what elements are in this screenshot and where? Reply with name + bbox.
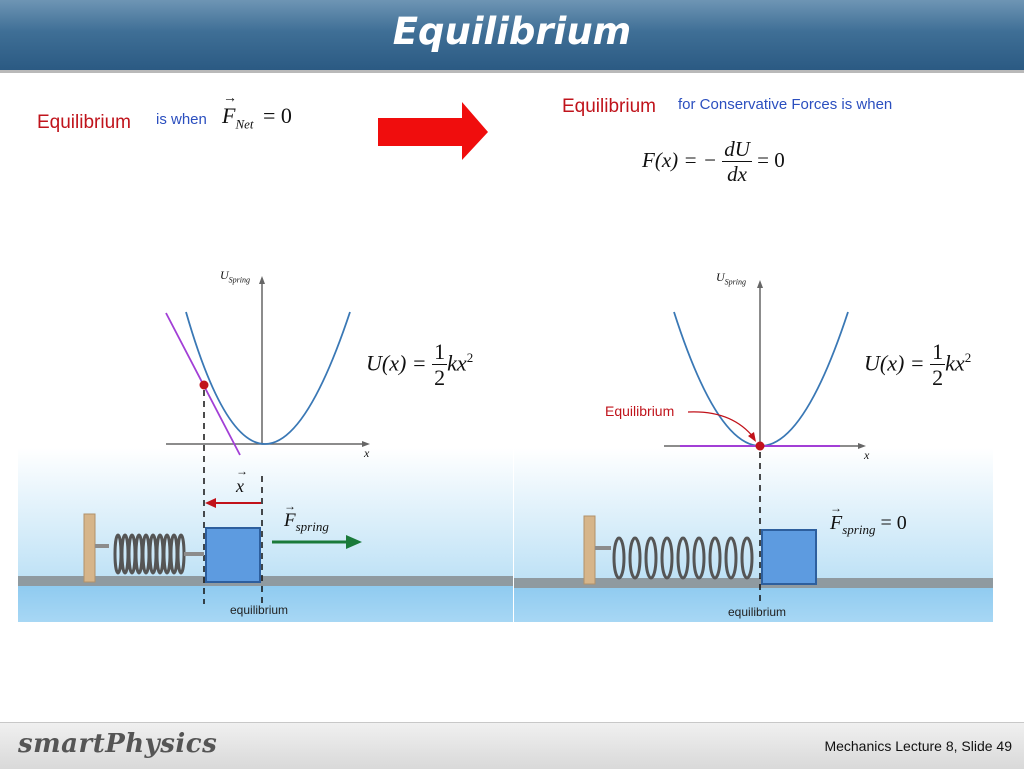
left-y-axis-label: USpring — [220, 268, 251, 285]
right-y-axis-label: USpring — [716, 270, 747, 287]
net-force-equation: → F Net = 0 — [222, 91, 292, 132]
net-force-subscript: Net — [235, 116, 254, 132]
force-function-lhs: F(x) = − — [642, 147, 717, 172]
position-point — [199, 380, 209, 390]
derivative-fraction: dU dx — [722, 137, 752, 187]
left-force-label: →Fspring — [284, 499, 329, 534]
right-panel-graphic — [514, 280, 993, 622]
left-spring-panel: USpring x U(x) = 1 2 kx2 →x →Fspring equ… — [18, 240, 513, 622]
net-force-symbol: F — [222, 103, 236, 128]
potential-curve — [185, 311, 351, 445]
potential-curve — [673, 311, 849, 447]
left-x-axis-label: x — [364, 446, 370, 460]
conservative-force-equation: F(x) = − dU dx = 0 — [642, 137, 785, 187]
wall — [83, 513, 96, 583]
displacement-label: →x — [236, 464, 248, 496]
derivative-numerator: dU — [722, 137, 752, 163]
floor — [514, 578, 993, 588]
equilibrium-callout: Equilibrium — [605, 403, 675, 419]
equilibrium-point — [755, 441, 765, 451]
force-function-rhs: = 0 — [757, 147, 785, 172]
net-force-rhs: = 0 — [263, 103, 292, 128]
slide-caption: Mechanics Lecture 8, Slide 49 — [824, 738, 1012, 754]
slide-title: Equilibrium — [392, 10, 632, 53]
vector-arrow-icon: → — [236, 464, 248, 478]
vector-arrow-icon: → — [830, 501, 842, 515]
compressed-spring — [113, 533, 186, 575]
left-equilibrium-marker: equilibrium — [230, 603, 289, 617]
right-equilibrium-marker: equilibrium — [728, 605, 787, 619]
footer-bar: smartPhysics Mechanics Lecture 8, Slide … — [0, 722, 1024, 769]
right-potential-equation: U(x) = 1 2 kx2 — [864, 339, 972, 391]
implies-arrow-icon — [378, 102, 488, 160]
right-x-axis-label: x — [864, 448, 870, 462]
right-spring-panel: USpring x U(x) = 1 2 kx2 Equilibrium →Fs… — [514, 240, 993, 622]
right-keyword: Equilibrium — [562, 96, 656, 117]
background-water — [514, 584, 993, 622]
relaxed-spring — [612, 536, 754, 580]
left-panel-graphic — [18, 276, 513, 622]
floor — [18, 576, 513, 586]
background-water — [18, 584, 513, 622]
left-connector: is when — [156, 111, 207, 128]
title-bar: Equilibrium — [0, 0, 1024, 73]
left-keyword: Equilibrium — [37, 112, 131, 133]
derivative-denominator: dx — [727, 162, 747, 187]
wall — [583, 515, 596, 585]
mass-block — [205, 527, 261, 583]
vector-arrow-icon: → — [223, 91, 237, 106]
right-connector: for Conservative Forces is when — [678, 96, 893, 113]
right-force-label: →Fspring = 0 — [830, 501, 907, 537]
mass-block — [761, 529, 817, 585]
vector-arrow-icon: → — [284, 499, 296, 513]
callout-arrow — [687, 411, 755, 439]
brand-logo: smartPhysics — [18, 729, 218, 759]
background-sky — [18, 448, 513, 578]
left-potential-equation: U(x) = 1 2 kx2 — [366, 339, 474, 391]
